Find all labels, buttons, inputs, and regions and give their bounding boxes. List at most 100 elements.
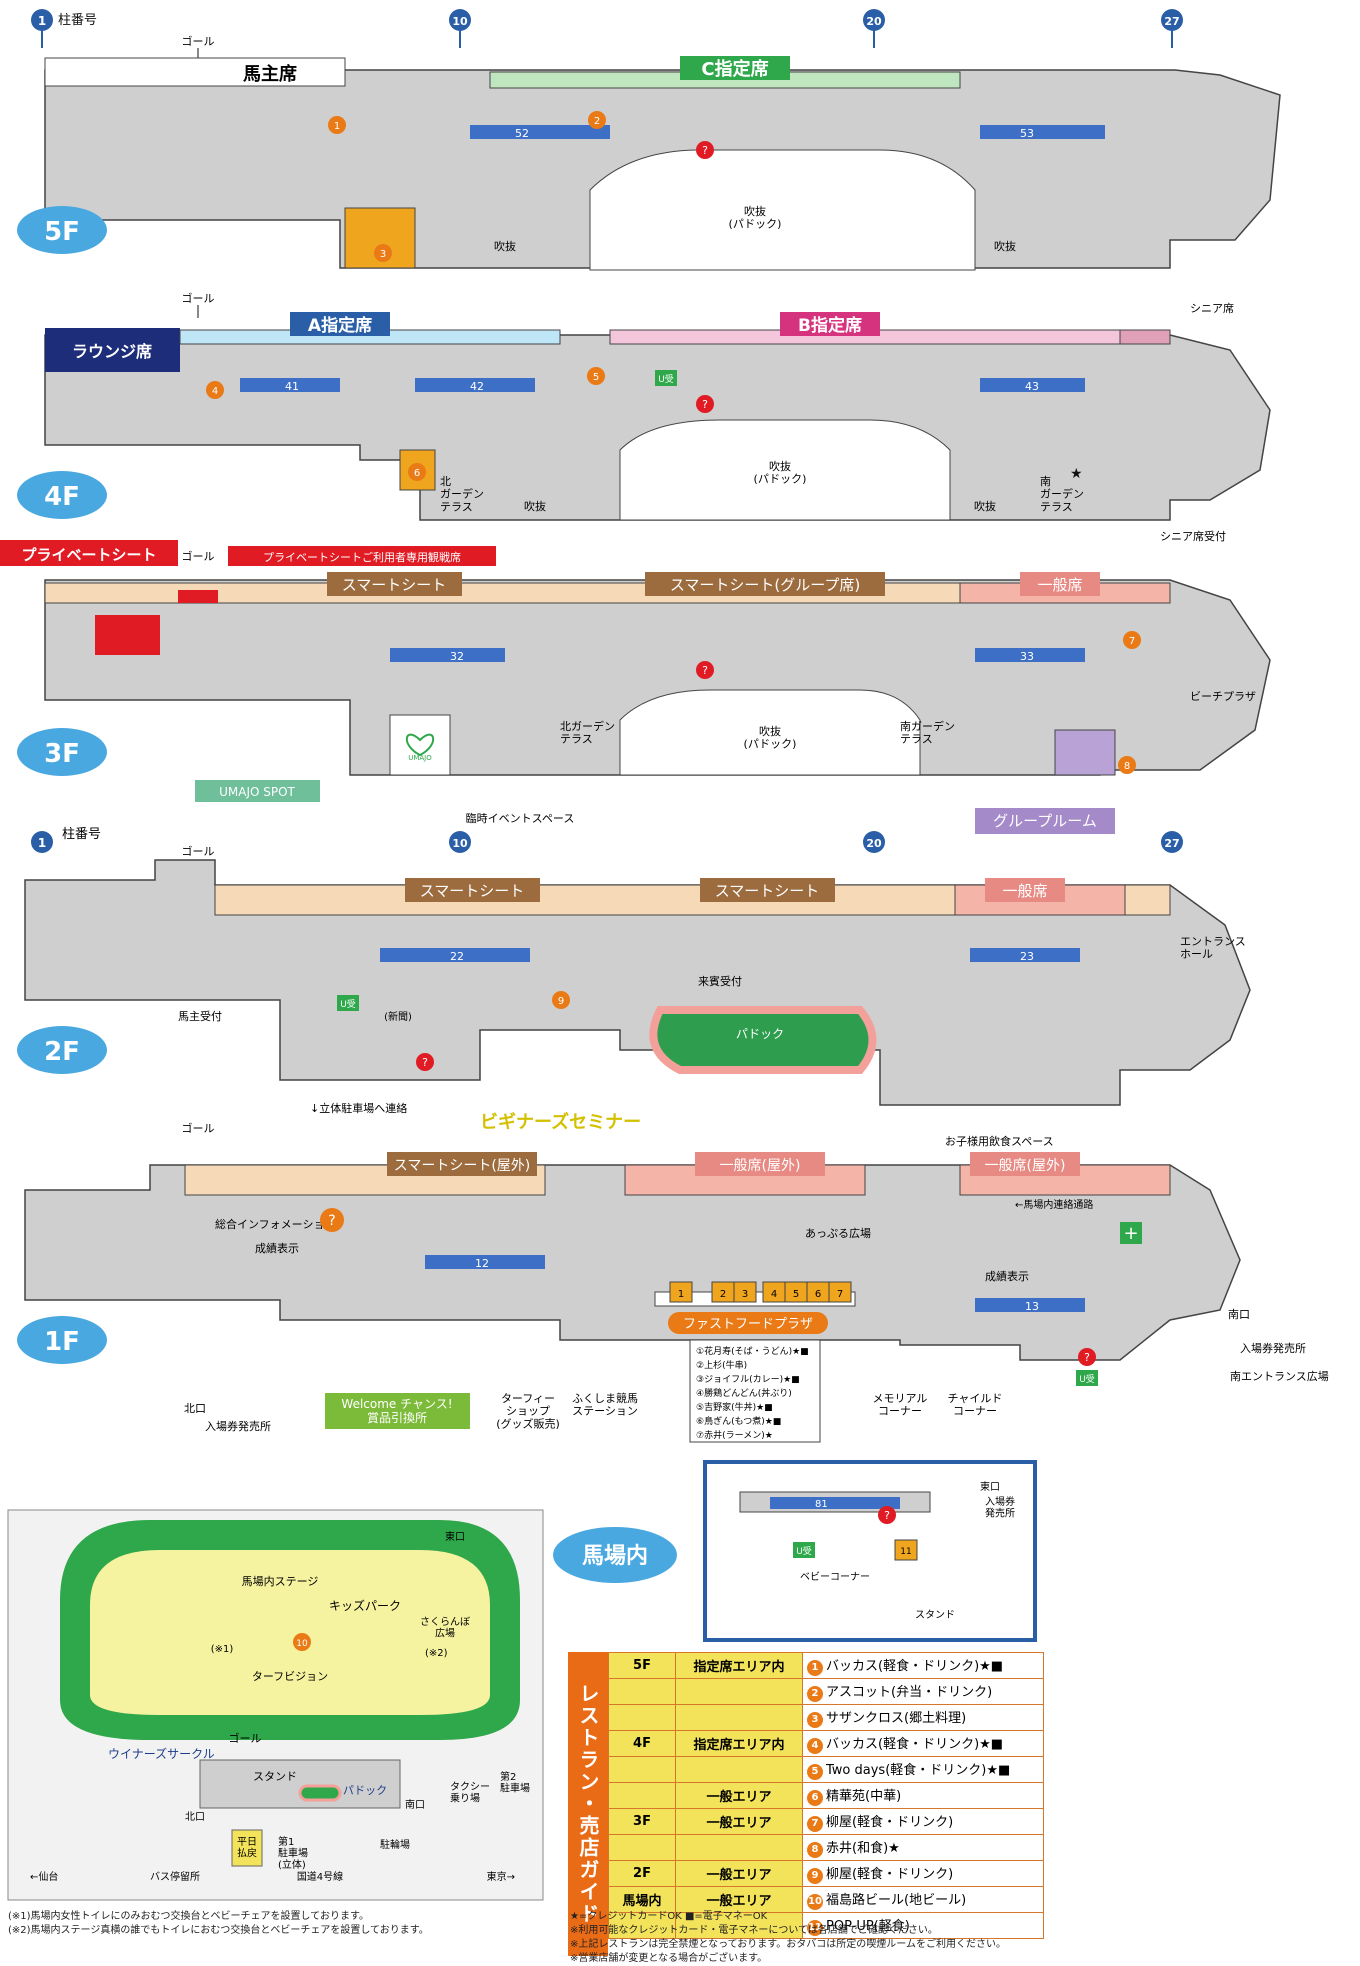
north-gate-1f: 北口 [184,1402,206,1415]
floor-label-1f: 1F [44,1327,80,1357]
infield-map: 馬場内ステージ キッズパーク さくらんぼ広場 ターフビジョン ウイナーズサークル… [7,1509,677,1901]
entrance-hall: エントランスホール [1180,935,1246,961]
ff-item-6: ⑥鳥ぎん(もつ煮)★■ [696,1415,781,1427]
north-terrace-4f: 北ガーデンテラス [440,475,484,513]
info-icon [320,1208,344,1232]
pillar-10-mid: 10 [452,837,468,850]
infield-stand: スタンド [253,1770,297,1783]
help-icon-1f [1078,1348,1096,1366]
seat-block-13: 13 [1025,1300,1039,1313]
fastfood-list: ①花月寿(そば・うどん)★■ ②上杉(牛串) ③ジョイフル(カレー)★■ ④勝鶏… [696,1345,809,1441]
child-corner: チャイルドコーナー [948,1392,1003,1418]
ff-item-2: ②上杉(牛串) [696,1359,747,1371]
guide-area [675,1756,803,1783]
svg-text:?: ? [884,1509,890,1522]
ff-num-5: 5 [793,1289,799,1300]
ff-num-6: 6 [815,1289,821,1300]
infield-goal: ゴール [229,1731,262,1745]
atrium-4f-south: 吹抜 [974,499,996,513]
private-seat-banner: プライベートシート [21,546,156,564]
floor-2f: ゴール スマートシート スマートシート 一般席 22 23 パドック 馬主受付 … [17,844,1251,1133]
note1-mark: (※1) [211,1644,234,1655]
guide-shop-number: 11 [807,1920,823,1936]
ff-item-1: ①花月寿(そば・うどん)★■ [696,1345,809,1357]
floor-3f: プライベートシート プライベートシートご利用者専用観戦席 ゴール スマートシート… [0,540,1271,834]
shop-1: 1 [334,121,340,132]
footnote-1: (※1)馬場内女性トイレにのみおむつ交換台とベビーチェアを設置しております。 [8,1911,369,1922]
to-sendai: ←仙台 [30,1870,58,1883]
ff-num-7: 7 [837,1289,843,1300]
banner-a-seat: A指定席 [308,315,372,336]
svg-text:?: ? [422,1056,428,1069]
sakuranbo-plaza: さくらんぼ広場 [420,1616,470,1640]
inset-ticket: 入場券発売所 [985,1495,1015,1520]
seat-block-52: 52 [515,127,529,140]
guide-floor [608,1756,676,1783]
floor-label-5f: 5F [44,217,80,247]
guide-shop-name: 赤井(和食)★ [826,1841,900,1856]
shop-9: 9 [558,996,564,1007]
infield-east-gate: 東口 [445,1530,465,1543]
guide-area: 一般エリア [675,1886,803,1913]
u-ticket-4f: U受 [658,373,674,385]
pillar-20-mid: 20 [866,837,882,850]
guide-floor: 馬場内 [608,1886,676,1913]
turfy-shop: ターフィーショップ(グッズ販売) [496,1392,560,1430]
north-terrace-3f: 北ガーデンテラス [560,719,615,746]
senior-reception: シニア席受付 [1160,529,1226,543]
svg-text:?: ? [702,664,708,677]
help-icon-inset [878,1506,896,1524]
ff-num-4: 4 [771,1289,777,1300]
atrium-paddock-5f: 吹抜(パドック) [729,204,782,231]
seat-block-22: 22 [450,950,464,963]
infield-stage: 馬場内ステージ [242,1574,319,1588]
guide-shop-number: 10 [807,1894,823,1910]
pillar-markers-top: 1 柱番号 10 20 27 [31,9,1183,48]
pillar-1: 1 [38,14,46,28]
guide-shop-number: 2 [807,1686,823,1702]
banner-owner-seat: 馬主席 [243,63,297,85]
goal-2f: ゴール [182,844,215,858]
guide-area: 一般エリア [675,1860,803,1887]
pillar-27: 27 [1164,15,1179,28]
atrium-paddock-3f: 吹抜(パドック) [744,724,797,751]
guide-floor [608,1704,676,1731]
shop-2: 2 [594,116,600,127]
floor-badge-1f [17,1316,107,1364]
inset-east-gate: 東口 [980,1480,1000,1493]
bike-parking: 駐輪場 [380,1838,410,1851]
guide-area [675,1912,803,1939]
pillar-1-mid: 1 [38,836,46,850]
shop-7: 7 [1129,636,1135,647]
guide-title: レストラン・売店ガイド [568,1652,608,1956]
guide-area: 指定席エリア内 [675,1730,803,1757]
floor-1f: ゴール スマートシート(屋外) 一般席(屋外) 一般席(屋外) 12 13 総合… [17,1121,1329,1443]
seat-block-12: 12 [475,1257,489,1270]
ff-item-4: ④勝鶏どんどん(丼ぶり) [696,1387,792,1399]
results-display-2: 成績表示 [985,1269,1029,1283]
guide-shop-name: サザンクロス(郷土料理) [826,1711,967,1726]
svg-text:+: + [1123,1223,1138,1244]
guide-floor: 2F [608,1860,676,1887]
seat-block-23: 23 [1020,950,1034,963]
ticket-north: 入場券発売所 [205,1419,271,1433]
ff-num-1: 1 [678,1289,684,1300]
fastfood-plaza: ファストフードプラザ [683,1317,813,1332]
fastfood-numbers: 1 2 3 4 5 6 7 [669,1281,852,1303]
seat-block-53: 53 [1020,127,1034,140]
turf-vision: ターフビジョン [252,1670,328,1683]
u-ticket-2f: U受 [340,998,356,1010]
south-terrace-3f: 南ガーデンテラス [900,719,955,746]
guide-area [675,1678,803,1705]
guide-floor: 4F [608,1730,676,1757]
